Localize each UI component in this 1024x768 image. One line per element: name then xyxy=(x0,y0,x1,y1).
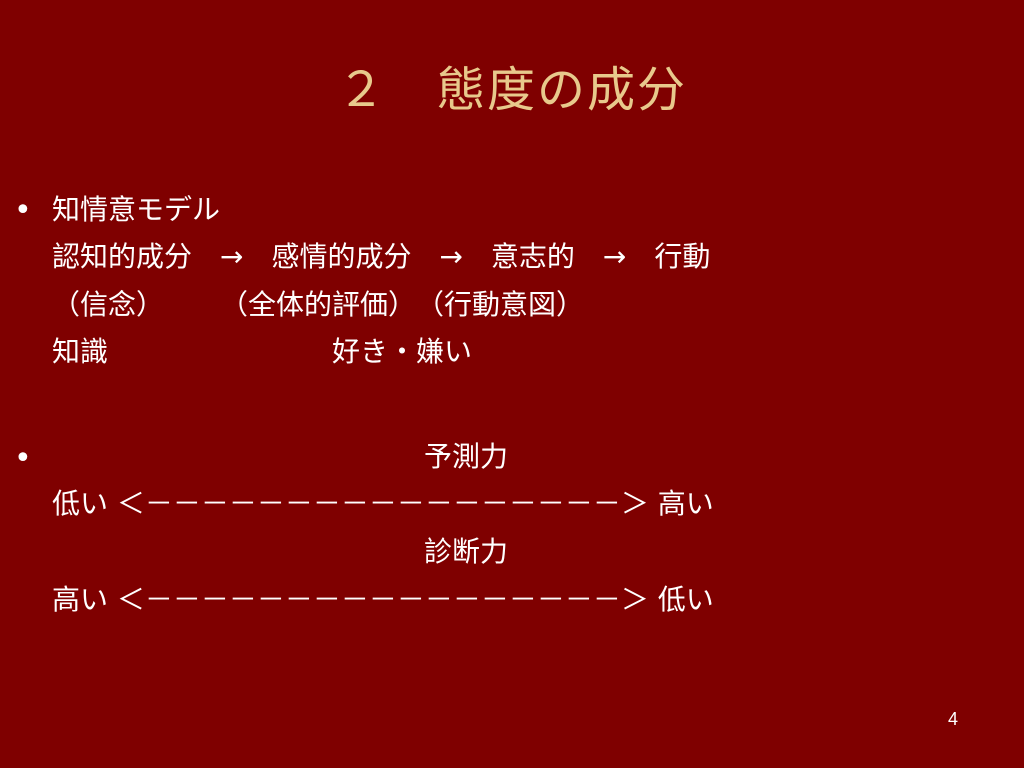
model-details-line: 知識 好き・嫌い xyxy=(52,335,473,368)
model-examples-line: （信念） （全体的評価） （行動意図） xyxy=(52,288,585,321)
model-components-line: 認知的成分 → 感情的成分 → 意志的 → 行動 xyxy=(52,240,711,273)
model-heading: 知情意モデル xyxy=(52,193,221,226)
predictive-power-label: 予測力 xyxy=(424,440,509,473)
page-number: 4 xyxy=(947,709,958,729)
slide-title: ２ 態度の成分 xyxy=(336,62,687,118)
diagnostic-power-scale: 高い ＜－－－－－－－－－－－－－－－－－＞ 低い xyxy=(52,583,714,616)
bullet-marker: • xyxy=(14,193,32,228)
bullet-marker: • xyxy=(14,441,32,476)
predictive-power-scale: 低い ＜－－－－－－－－－－－－－－－－－＞ 高い xyxy=(52,487,714,520)
diagnostic-power-label: 診断力 xyxy=(424,535,509,568)
